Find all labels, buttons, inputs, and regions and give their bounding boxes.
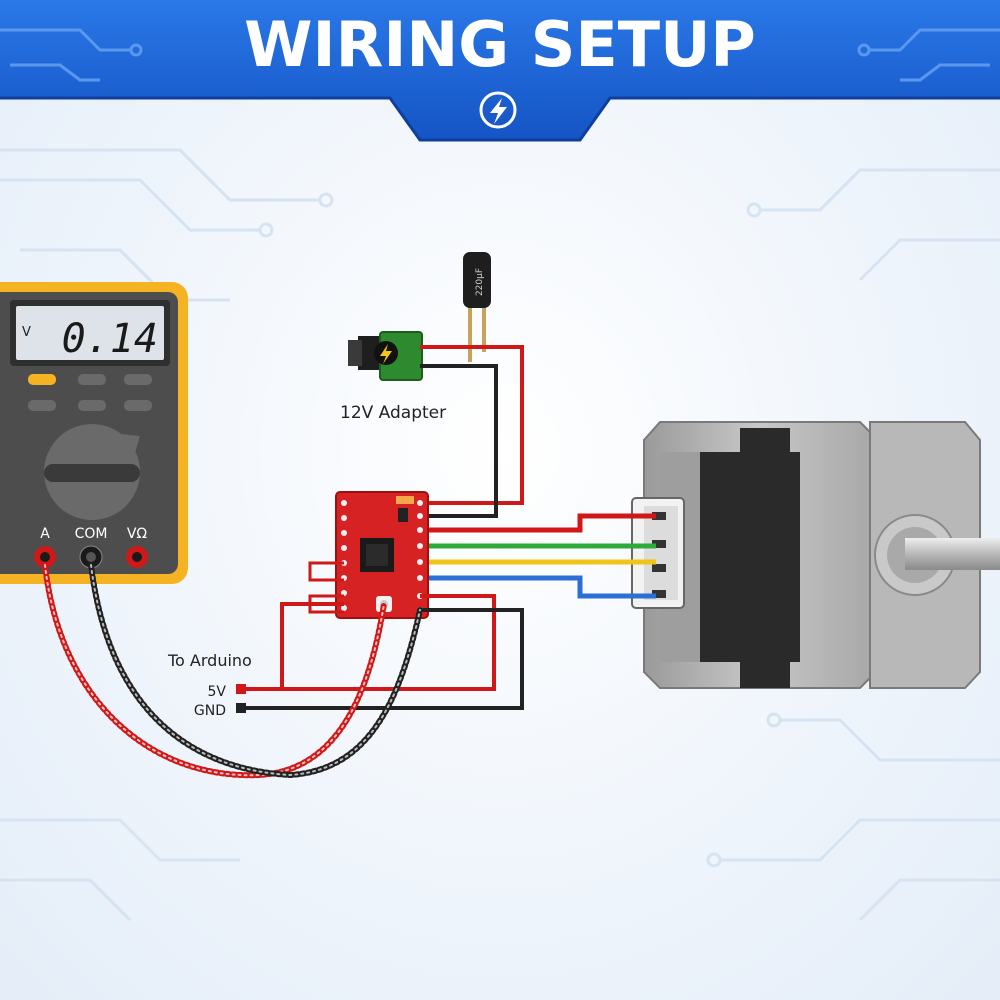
header-banner: WIRING SETUP (0, 0, 1000, 142)
power-wires (418, 345, 524, 518)
arduino-label: To Arduino (167, 651, 252, 670)
capacitor-label: 220µF (475, 268, 485, 296)
multimeter-button[interactable] (78, 374, 106, 385)
motor-wires (418, 513, 656, 599)
probe-lead-red-core (44, 564, 385, 777)
jack-label-vohm: VΩ (127, 526, 148, 542)
adapter-label: 12V Adapter (340, 403, 446, 423)
wire-blue-coil (418, 575, 656, 599)
multimeter-button[interactable] (78, 400, 106, 411)
probe-lead-black-core (90, 564, 421, 777)
background-circuit-traces (0, 148, 1000, 922)
wire-power-red (418, 345, 524, 505)
pin-label-gnd: GND (194, 703, 226, 719)
rotary-dial[interactable] (44, 424, 140, 520)
wire-red-coil (418, 513, 656, 533)
motor-shaft (905, 538, 1000, 570)
lightning-bolt-icon (380, 344, 392, 364)
lcd-reading: 0.14 (62, 316, 158, 362)
header-circuit-right (857, 28, 1000, 82)
lightning-bolt-icon (479, 91, 517, 129)
wire-jumper-sleep-reset (308, 561, 344, 582)
multimeter-button[interactable] (28, 400, 56, 411)
page-title: WIRING SETUP (244, 8, 756, 81)
multimeter-button[interactable] (124, 400, 152, 411)
dc-jack (348, 331, 423, 381)
probe-leads (42, 562, 423, 779)
capacitor: 220µF (463, 252, 491, 362)
pin-label-5v: 5V (208, 684, 227, 700)
multimeter-button-yellow[interactable] (28, 374, 56, 385)
driver-board (335, 491, 429, 619)
pin-gnd-connector (236, 703, 246, 713)
jack-com[interactable] (79, 545, 103, 569)
pin-5v-connector (236, 684, 246, 694)
jack-label-a: A (40, 526, 50, 542)
jack-label-com: COM (75, 526, 108, 542)
jack-vohm[interactable] (126, 546, 148, 568)
multimeter-button[interactable] (124, 374, 152, 385)
wire-power-black (418, 364, 498, 518)
stepper-motor (631, 421, 1000, 689)
multimeter: V 0.14 A COM VΩ (0, 282, 188, 584)
header-circuit-left (0, 28, 143, 82)
lcd-display (16, 306, 164, 360)
wire-5v (246, 594, 496, 691)
lcd-mode-label: V (22, 325, 31, 340)
jack-a[interactable] (34, 546, 56, 568)
wire-gnd (246, 608, 524, 710)
